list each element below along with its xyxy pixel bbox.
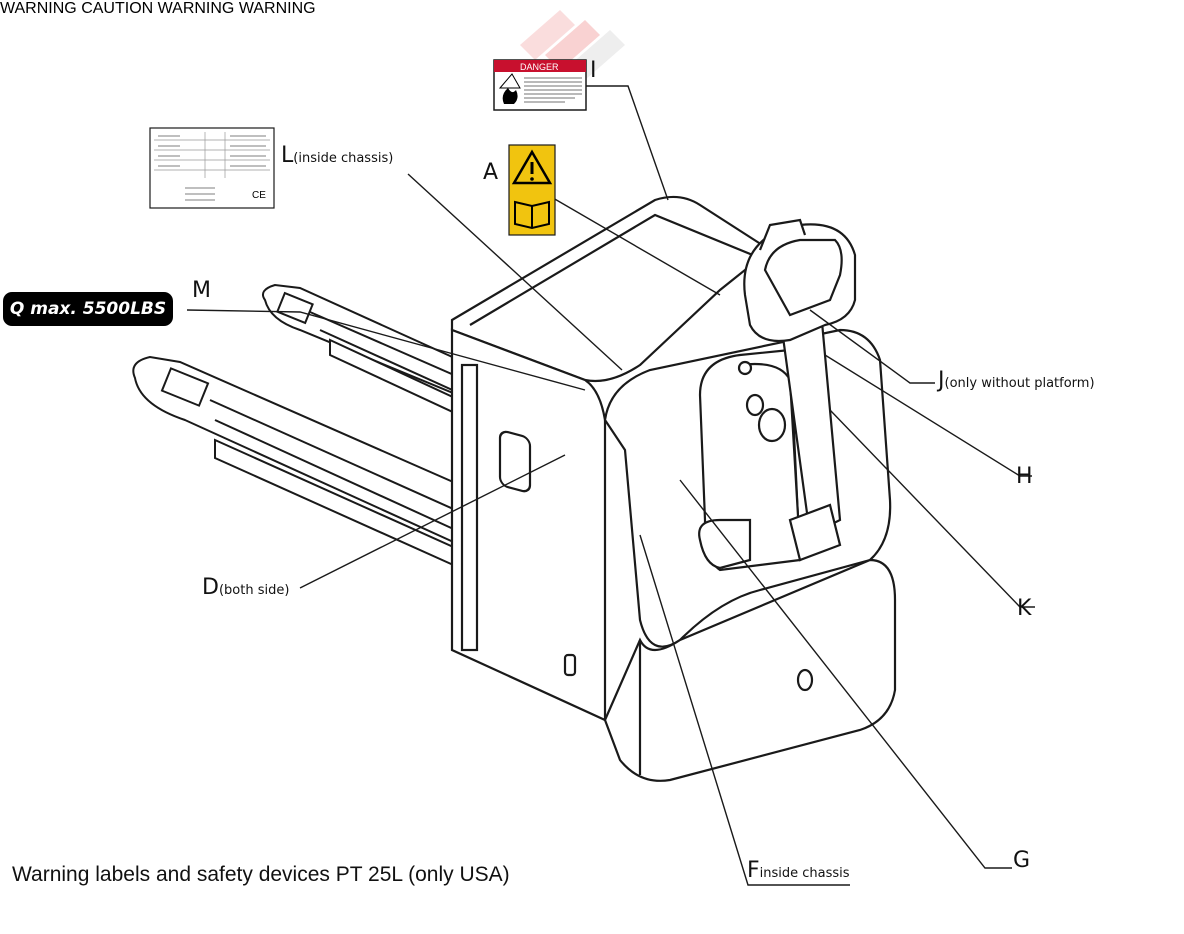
fire-icon (502, 88, 518, 104)
tiller-handle (698, 218, 857, 570)
k-warning-header: WARNING (157, 0, 235, 17)
fork-lower (132, 355, 461, 570)
leader-lines (186, 85, 1035, 886)
ce-mark: CE (252, 190, 266, 201)
figure-caption: Warning labels and safety devices PT 25L… (12, 863, 510, 886)
callout-i: I (590, 58, 597, 83)
callout-l-note: (inside chassis) (293, 151, 394, 166)
callout-l: L(inside chassis) (281, 143, 394, 168)
callout-k: K (1017, 596, 1032, 621)
nameplate-decal: CE (149, 127, 275, 209)
callout-m: M (192, 278, 211, 303)
callout-a: A (483, 160, 499, 185)
warning-manual-decal (508, 144, 556, 236)
callout-g: G (1013, 848, 1031, 873)
g-warning-header: WARNING (238, 0, 316, 17)
no-riding-decal: WARNING (0, 0, 81, 17)
wide-warning-decal: WARNING (158, 0, 239, 17)
callout-h: H (1016, 464, 1033, 489)
warning-triangle-icon (511, 149, 553, 185)
callout-j: J(only without platform) (938, 368, 1095, 393)
manual-book-icon (514, 200, 550, 230)
fork-upper (262, 283, 471, 422)
danger-decal: DANGER (493, 59, 587, 111)
callout-f: Finside chassis (747, 858, 850, 883)
callout-j-note: (only without platform) (944, 376, 1095, 391)
capacity-label: Q max. 5500LBS (3, 292, 173, 326)
caution-header: CAUTION (81, 0, 154, 17)
j-warning-header: WARNING (0, 0, 77, 17)
callout-f-note: inside chassis (759, 866, 850, 881)
callout-d-note: (both side) (218, 583, 290, 598)
caution-decal: CAUTION (81, 0, 157, 17)
callout-d: D(both side) (202, 575, 290, 600)
truck-chassis (450, 195, 897, 782)
tall-warning-decal: WARNING (239, 0, 316, 17)
danger-header: DANGER (520, 62, 559, 72)
